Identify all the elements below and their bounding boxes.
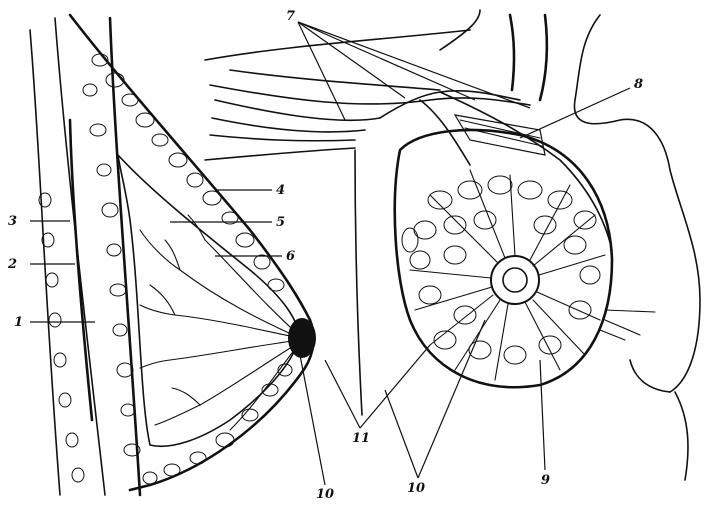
sagittal-section xyxy=(30,15,316,495)
callout-labels: 1 2 3 4 5 6 7 8 9 10 10 11 xyxy=(7,9,643,502)
neck-structure xyxy=(510,15,514,90)
skin-outline xyxy=(70,15,314,490)
label-8: 8 xyxy=(634,77,643,92)
label-1: 1 xyxy=(14,315,23,330)
label-10-right: 10 xyxy=(407,481,425,496)
frontal-view xyxy=(205,10,700,480)
rib-muscle-dark xyxy=(70,120,92,420)
label-5: 5 xyxy=(276,215,285,230)
lobular-network xyxy=(402,176,600,364)
label-3: 3 xyxy=(8,214,17,229)
pectoral-fascia xyxy=(110,18,140,495)
chest-wall-outer xyxy=(30,30,60,495)
gland-body xyxy=(118,155,300,446)
label-11: 11 xyxy=(352,431,370,446)
arm-contour xyxy=(355,150,362,415)
label-4: 4 xyxy=(276,183,285,198)
fat-cells xyxy=(39,54,292,484)
nipple-right xyxy=(503,268,527,292)
label-9: 9 xyxy=(541,473,550,488)
label-10-left: 10 xyxy=(316,487,334,502)
chest-wall-inner xyxy=(55,18,105,495)
clavicle-line xyxy=(205,30,470,60)
areola xyxy=(491,256,539,304)
label-7: 7 xyxy=(286,9,295,24)
axillary-vessels xyxy=(210,70,612,250)
label-6: 6 xyxy=(286,249,295,264)
label-2: 2 xyxy=(7,257,17,272)
